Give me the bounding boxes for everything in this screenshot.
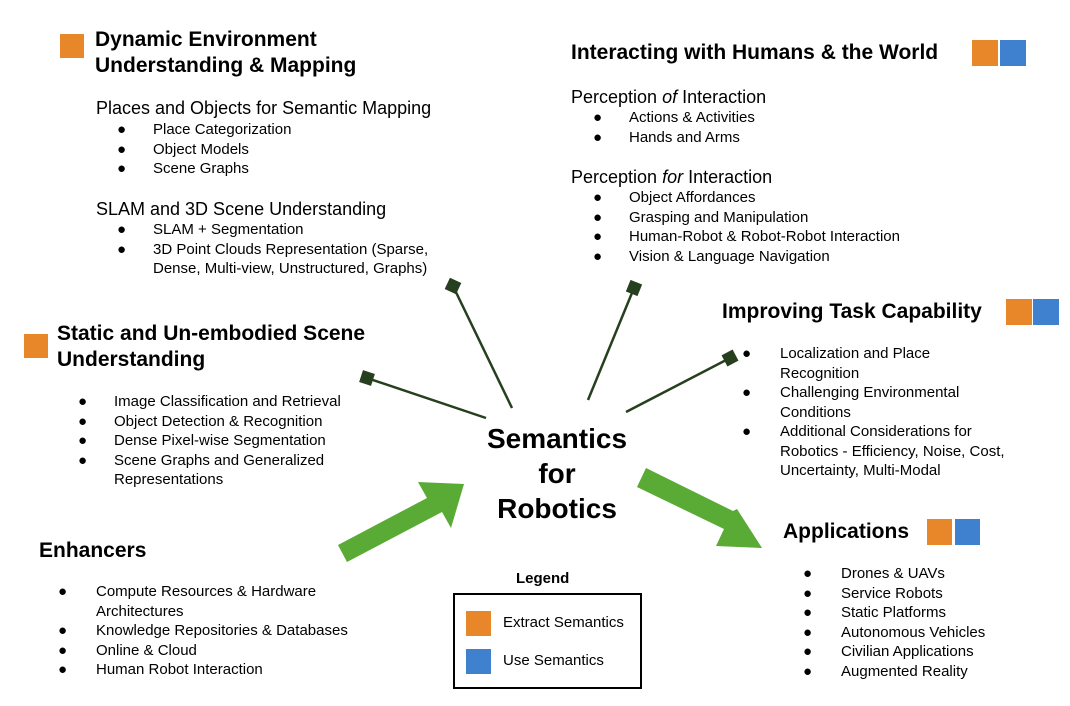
use-square bbox=[1033, 299, 1059, 325]
list-item: ●Knowledge Repositories & Databases bbox=[58, 622, 348, 639]
list-item: Architectures bbox=[96, 602, 184, 620]
improving-list: ●Localization and Place Recognition ●Cha… bbox=[742, 344, 1005, 481]
connector-static bbox=[366, 376, 487, 420]
list-item: ●Service Robots bbox=[803, 584, 943, 602]
list-item: ●Drones & UAVs bbox=[803, 565, 945, 582]
dynamic-list-1: ●Place Categorization ●Object Models ●Sc… bbox=[117, 120, 291, 179]
list-item: ●Grasping and Manipulation bbox=[593, 208, 809, 226]
connector-dynamic-end bbox=[444, 277, 462, 295]
list-item: ●Civilian Applications bbox=[803, 643, 974, 660]
list-item: ●Augmented Reality bbox=[803, 662, 968, 680]
static-title: Static and Un-embodied Scene Understandi… bbox=[57, 322, 366, 371]
connector-interacting-end bbox=[625, 279, 643, 297]
list-item: ●Localization and Place bbox=[742, 345, 931, 362]
extract-square bbox=[24, 334, 48, 358]
list-item: ●Static Platforms bbox=[803, 604, 947, 621]
dynamic-title: Dynamic Environment Understanding & Mapp… bbox=[95, 28, 357, 77]
center-title: Semantics for Robotics bbox=[486, 423, 628, 524]
interacting-title: Interacting with Humans & the World bbox=[571, 41, 939, 64]
list-item: ●3D Point Clouds Representation (Sparse, bbox=[117, 240, 429, 258]
use-square bbox=[955, 519, 980, 545]
legend-box: Extract Semantics Use Semantics bbox=[453, 593, 642, 689]
interacting-subheading-2: Perception for Interaction bbox=[571, 167, 773, 187]
static-list: ●Image Classification and Retrieval ●Obj… bbox=[78, 392, 341, 490]
list-item: ●Autonomous Vehicles bbox=[803, 623, 986, 641]
extract-square bbox=[927, 519, 952, 545]
enhancers-list: ●Compute Resources & Hardware Architectu… bbox=[58, 582, 348, 680]
list-item: ●Human-Robot & Robot-Robot Interaction bbox=[593, 228, 900, 245]
legend-use-label: Use Semantics bbox=[503, 652, 604, 669]
enhancers-title: Enhancers bbox=[39, 539, 147, 562]
list-item: ●Place Categorization bbox=[117, 121, 292, 138]
extract-square bbox=[972, 40, 998, 66]
connector-improving-end bbox=[721, 349, 739, 367]
list-item: Recognition bbox=[780, 364, 860, 382]
interacting-subheading-1: Perception of Interaction bbox=[571, 87, 767, 107]
connector-improving bbox=[625, 356, 731, 414]
connector-interacting bbox=[586, 287, 636, 401]
connector-static-end bbox=[359, 370, 375, 386]
list-item: ●Object Affordances bbox=[593, 189, 756, 206]
legend-title: Legend bbox=[516, 570, 570, 587]
list-item: ●Vision & Language Navigation bbox=[593, 247, 830, 265]
list-item: ●Additional Considerations for bbox=[742, 423, 972, 440]
list-item: ●Image Classification and Retrieval bbox=[78, 393, 341, 410]
list-item: ●Human Robot Interaction bbox=[58, 661, 263, 678]
dynamic-subheading-2: SLAM and 3D Scene Understanding bbox=[96, 199, 387, 219]
list-item: ●Object Models bbox=[117, 140, 249, 158]
list-item: ●Compute Resources & Hardware bbox=[58, 583, 317, 600]
legend-use-square bbox=[466, 649, 491, 674]
legend-extract-label: Extract Semantics bbox=[503, 614, 624, 631]
list-item: Conditions bbox=[780, 403, 851, 421]
list-item: Robotics - Efficiency, Noise, Cost, bbox=[780, 442, 1005, 460]
list-item: ●Actions & Activities bbox=[593, 109, 755, 126]
extract-square bbox=[1006, 299, 1032, 325]
list-item: ●Scene Graphs bbox=[117, 160, 249, 177]
list-item: ●Challenging Environmental bbox=[742, 384, 960, 401]
improving-title: Improving Task Capability bbox=[722, 300, 982, 323]
interacting-list-2: ●Object Affordances ●Grasping and Manipu… bbox=[593, 188, 900, 266]
enhancers-arrow bbox=[338, 482, 464, 562]
connector-dynamic bbox=[451, 285, 514, 409]
applications-arrow bbox=[637, 468, 762, 548]
list-item: Uncertainty, Multi-Modal bbox=[780, 462, 941, 479]
extract-square bbox=[60, 34, 84, 58]
list-item: Dense, Multi-view, Unstructured, Graphs) bbox=[153, 260, 428, 277]
applications-title: Applications bbox=[783, 520, 910, 543]
interacting-list-1: ●Actions & Activities ●Hands and Arms bbox=[593, 108, 755, 147]
dynamic-list-2: ●SLAM + Segmentation ●3D Point Clouds Re… bbox=[117, 220, 428, 279]
dynamic-subheading-1: Places and Objects for Semantic Mapping bbox=[96, 98, 432, 118]
use-square bbox=[1000, 40, 1026, 66]
list-item: ●Online & Cloud bbox=[58, 641, 197, 659]
legend-extract-square bbox=[466, 611, 491, 636]
list-item: ●Hands and Arms bbox=[593, 128, 740, 146]
list-item: ●Object Detection & Recognition bbox=[78, 412, 323, 430]
list-item: Representations bbox=[114, 471, 224, 488]
list-item: ●Dense Pixel-wise Segmentation bbox=[78, 432, 326, 449]
applications-list: ●Drones & UAVs ●Service Robots ●Static P… bbox=[803, 564, 985, 681]
list-item: ●SLAM + Segmentation bbox=[117, 221, 304, 238]
list-item: ●Scene Graphs and Generalized bbox=[78, 451, 325, 469]
